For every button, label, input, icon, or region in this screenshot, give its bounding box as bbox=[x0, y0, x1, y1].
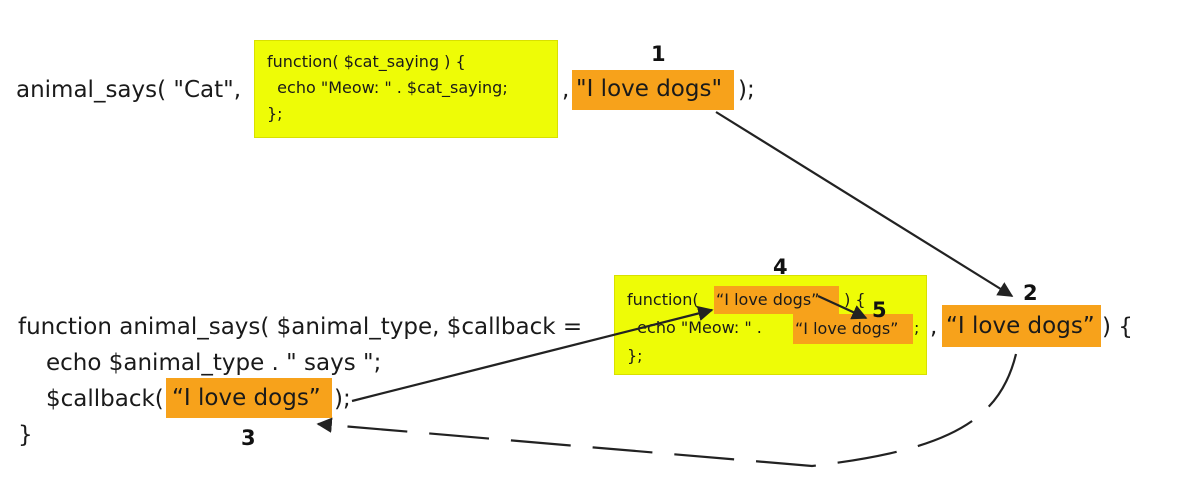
top-call-prefix: animal_says( "Cat", bbox=[16, 77, 242, 103]
bottom-callback-param-highlight: “I love dogs” bbox=[714, 286, 839, 314]
bottom-param-highlight: “I love dogs” bbox=[942, 305, 1101, 347]
bottom-param-text: “I love dogs” bbox=[946, 313, 1095, 339]
top-arg-highlight: "I love dogs" bbox=[572, 70, 734, 110]
arrow-1-to-2 bbox=[715, 111, 1014, 297]
bottom-callback-line2-post: ; bbox=[914, 318, 920, 337]
top-callback-line1: function( $cat_saying ) { bbox=[267, 52, 466, 71]
callback-call-highlight: “I love dogs” bbox=[166, 378, 332, 418]
top-arg-text: "I love dogs" bbox=[576, 76, 723, 102]
top-comma: , bbox=[562, 77, 570, 103]
top-callback-box: function( $cat_saying ) { echo "Meow: " … bbox=[254, 40, 558, 138]
bottom-callback-line2-pre: echo "Meow: " . bbox=[627, 318, 762, 337]
func-def-line3-post: ); bbox=[334, 386, 351, 412]
step-number-3: 3 bbox=[241, 426, 256, 450]
bottom-callback-echo-text: “I love dogs” bbox=[795, 319, 899, 338]
func-def-line1: function animal_says( $animal_type, $cal… bbox=[18, 314, 583, 340]
func-def-line1-suffix: ) { bbox=[1102, 314, 1133, 340]
step-number-1: 1 bbox=[651, 42, 666, 66]
step-number-2: 2 bbox=[1023, 281, 1038, 305]
func-def-line2: echo $animal_type . " says "; bbox=[46, 350, 382, 376]
bottom-callback-line1-pre: function( bbox=[627, 290, 699, 309]
top-callback-line3: }; bbox=[267, 104, 283, 123]
bottom-callback-echo-highlight: “I love dogs” bbox=[793, 314, 913, 344]
bottom-callback-line1-post: ) { bbox=[839, 290, 866, 309]
bottom-callback-line3: }; bbox=[627, 346, 643, 365]
bottom-callback-box: function( “I love dogs” ) { echo "Meow: … bbox=[614, 275, 927, 375]
func-def-line3-pre: $callback( bbox=[46, 386, 164, 412]
step-number-5: 5 bbox=[872, 298, 887, 322]
top-call-suffix: ); bbox=[738, 77, 755, 103]
func-def-line4: } bbox=[18, 422, 33, 448]
bottom-comma: , bbox=[930, 314, 938, 340]
top-callback-line2: echo "Meow: " . $cat_saying; bbox=[267, 78, 508, 97]
callback-call-arg-text: “I love dogs” bbox=[172, 385, 321, 411]
step-number-4: 4 bbox=[773, 255, 788, 279]
bottom-callback-param-text: “I love dogs” bbox=[716, 290, 820, 309]
